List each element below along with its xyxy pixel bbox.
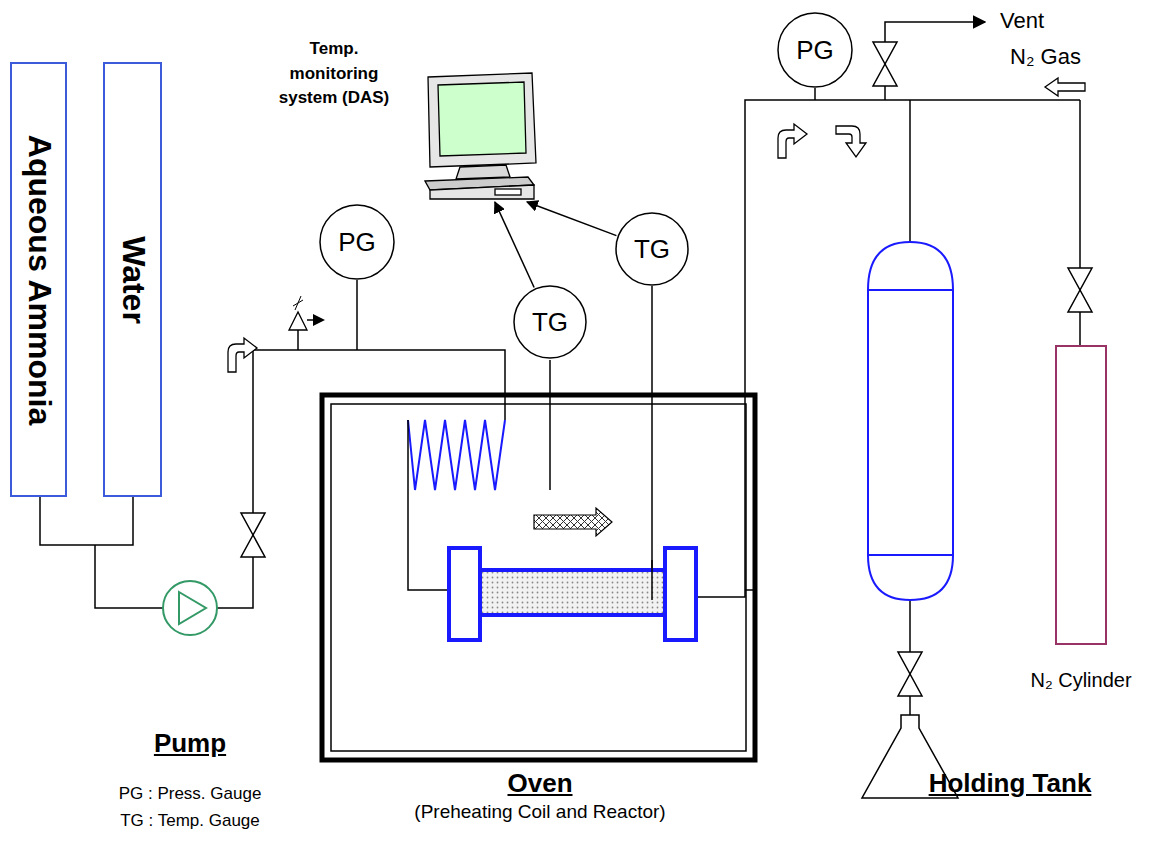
reservoir-box: Water <box>103 62 162 497</box>
flow-arrows <box>228 78 1085 372</box>
thermocouple-tip <box>651 560 653 600</box>
oven-outer-wall <box>322 395 755 760</box>
reactor-flange <box>665 548 696 640</box>
pressure-gauge: PG <box>777 12 853 88</box>
node-text: TG <box>532 309 568 335</box>
flow-direction-arrow <box>534 508 612 536</box>
reactor-tube <box>480 570 665 615</box>
temperature-gauge: TG <box>513 285 587 359</box>
gauge-stem <box>356 280 358 350</box>
node-text: Aqueous Ammonia <box>20 134 57 424</box>
gauge-stem <box>814 88 816 100</box>
monitor-frame <box>428 73 536 167</box>
tank-seams <box>868 290 953 555</box>
flow-arrow <box>836 126 866 157</box>
reservoir-box: Aqueous Ammonia <box>10 62 67 497</box>
node-text: Temp. monitoring system (DAS) <box>270 37 398 111</box>
relief-valve-stem <box>297 330 299 350</box>
pump-symbol <box>163 581 217 635</box>
gauge-dial <box>778 13 852 87</box>
pipes <box>40 22 1080 715</box>
line-label: Vent <box>1000 8 1044 34</box>
gauge-dial <box>320 205 394 279</box>
gauge-dial <box>616 213 688 285</box>
section-title: Holding Tank <box>929 768 1092 799</box>
signal-arrow <box>527 202 616 236</box>
node-text: PG <box>796 37 834 63</box>
line-label: N₂ Gas <box>1010 44 1081 70</box>
oven-inner-wall <box>331 404 746 751</box>
section-subtitle: (Preheating Coil and Reactor) <box>414 801 665 823</box>
pressure-gauge: PG <box>319 204 395 280</box>
signal-arrow <box>495 202 534 287</box>
holding-tank <box>868 242 953 600</box>
preheating-coil <box>408 420 505 490</box>
thermocouple-stem <box>651 286 653 600</box>
legend-note: TG : Temp. Gauge <box>120 811 260 831</box>
nitrogen-valve <box>1068 268 1092 312</box>
valves <box>241 42 1092 696</box>
gas-cylinder: N₂ Cylinder <box>1055 345 1107 645</box>
monitor-screen <box>438 82 526 156</box>
disk-drive <box>495 189 521 195</box>
section-title: Pump <box>154 728 226 759</box>
relief-valve-spring <box>293 296 303 310</box>
vent-valve <box>873 42 897 86</box>
relief-valve <box>289 312 307 330</box>
relief-outlet-arrow <box>313 314 325 326</box>
flow-arrow <box>778 124 807 158</box>
vent-line <box>885 22 985 100</box>
temperature-gauge: TG <box>615 212 689 286</box>
computer-drawing <box>270 35 540 200</box>
thermocouple-stem <box>549 360 551 490</box>
relief-outlet <box>307 319 314 321</box>
legend-note: PG : Press. Gauge <box>119 784 262 804</box>
monitor-stand <box>456 165 510 179</box>
gas-inflow-arrow <box>1045 78 1085 96</box>
pump-triangle <box>179 592 206 624</box>
gauge-dial <box>514 286 586 358</box>
feed-pipe <box>95 545 163 608</box>
node-text: PG <box>338 229 376 255</box>
reactor-flange <box>449 548 480 640</box>
coil-outlet-pipe <box>408 420 448 590</box>
case-front <box>430 185 534 199</box>
feed-pipe <box>40 497 133 545</box>
node-text: TG <box>634 236 670 262</box>
feed-valve <box>241 513 265 557</box>
drain-valve <box>898 652 922 696</box>
section-title: Oven <box>507 768 572 799</box>
node-text: N₂ Cylinder <box>1030 669 1131 692</box>
node-text: Water <box>114 236 151 324</box>
flow-arrow <box>228 338 257 372</box>
computer-monitor: Temp. monitoring system (DAS) <box>270 35 540 200</box>
tank-inlet-pipe <box>909 100 911 242</box>
